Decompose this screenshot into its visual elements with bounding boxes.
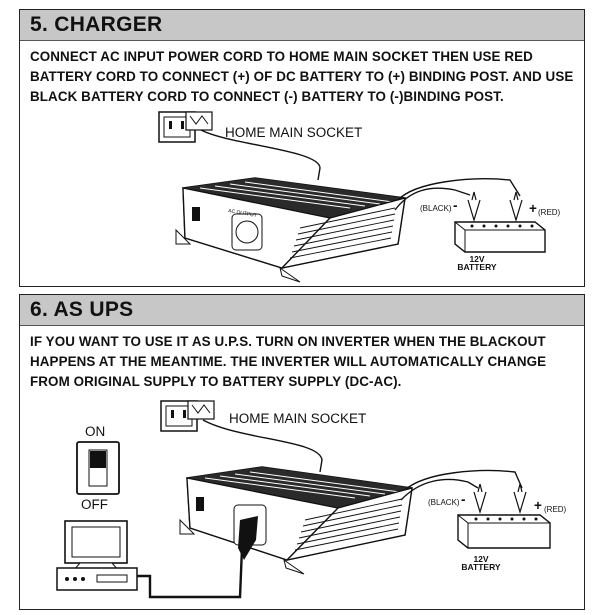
computer-icon <box>56 520 138 591</box>
black-terminal-label: (BLACK) <box>420 204 452 213</box>
battery-icon <box>454 191 546 253</box>
off-label: OFF <box>81 497 108 512</box>
red-cable <box>397 178 521 201</box>
panel-text: AC OUTPUT <box>228 208 257 219</box>
black-cable <box>394 187 471 211</box>
red-terminal-label: (RED) <box>544 505 567 514</box>
black-terminal-label: (BLACK) <box>428 498 460 507</box>
power-cord <box>202 419 323 473</box>
plus-sign: + <box>534 498 542 513</box>
battery-voltage: 12V <box>473 554 489 564</box>
red-terminal-label: (RED) <box>538 208 561 217</box>
section-title: 6. AS UPS <box>20 295 584 326</box>
plus-sign: + <box>529 201 537 216</box>
charger-section: 5. CHARGER CONNECT AC INPUT POWER CORD T… <box>19 9 585 287</box>
power-switch-icon <box>76 441 120 495</box>
battery-icon <box>457 483 551 549</box>
battery-label: BATTERY <box>461 562 501 572</box>
battery-voltage: 12V <box>469 254 485 264</box>
battery-label: BATTERY <box>457 262 497 272</box>
inverter-unit <box>179 466 413 575</box>
instruction-text: CONNECT AC INPUT POWER CORD TO HOME MAIN… <box>30 49 574 104</box>
red-cable <box>404 469 523 491</box>
instruction-text: IF YOU WANT TO USE IT AS U.P.S. TURN ON … <box>30 334 547 389</box>
wall-socket-icon <box>158 111 213 143</box>
power-cord <box>200 129 321 181</box>
black-cable <box>400 478 479 501</box>
home-main-socket-label: HOME MAIN SOCKET <box>229 411 367 426</box>
minus-sign: - <box>453 198 458 213</box>
wall-socket-icon <box>160 400 215 432</box>
ac-output-cord <box>137 547 244 599</box>
inverter-unit <box>175 177 406 283</box>
on-label: ON <box>85 424 106 439</box>
minus-sign: - <box>461 492 466 507</box>
section-title: 5. CHARGER <box>20 10 584 41</box>
home-main-socket-label: HOME MAIN SOCKET <box>225 125 363 140</box>
